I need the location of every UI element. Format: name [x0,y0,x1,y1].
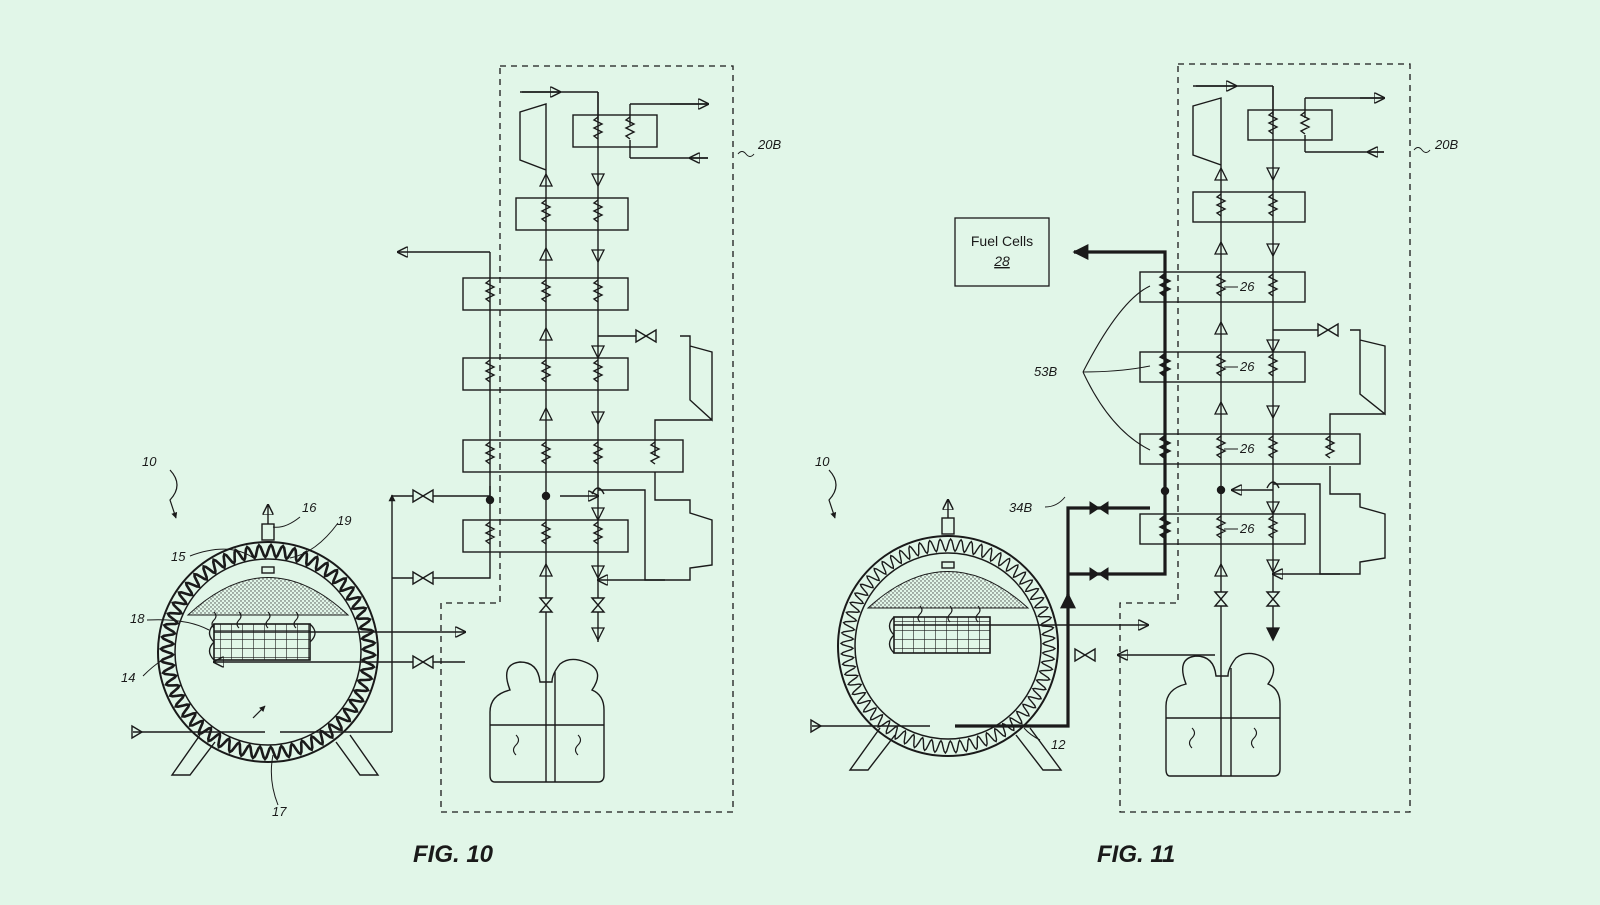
label-module: 20B [757,137,781,152]
label-system: 10 [815,454,830,469]
figure-10: 10 16 19 15 18 14 17 20B FIG. 10 [121,65,781,868]
tank-legs [170,734,380,776]
valve [412,488,434,504]
label-19: 19 [337,513,351,528]
heat-exchanger [572,114,658,148]
label-26: 26 [1239,521,1255,536]
valve [412,654,434,670]
fuel-cells-box [954,217,1050,287]
fuel-cells-number: 28 [993,253,1010,269]
label-16: 16 [302,500,317,515]
tank [131,494,465,776]
figure-11: Fuel Cells 28 [810,63,1458,868]
fuel-cells-title: Fuel Cells [971,233,1033,249]
caption-fig10: FIG. 10 [413,841,494,868]
label-module: 20B [1434,137,1458,152]
storage-vessel [489,658,605,783]
vent-port [261,523,275,541]
module-boundary [1119,63,1411,813]
label-14: 14 [121,670,135,685]
label-26: 26 [1239,279,1255,294]
corrugated-jacket [839,537,1057,755]
module-boundary [440,65,734,813]
tank [810,500,1215,771]
caption-fig11: FIG. 11 [1097,841,1175,868]
label-34b: 34B [1009,500,1032,515]
label-18: 18 [130,611,145,626]
label-17: 17 [272,804,287,819]
heat-exchanger [515,197,629,231]
label-15: 15 [171,549,186,564]
label-12: 12 [1051,737,1066,752]
corrugated-jacket [158,542,378,762]
vapor-space [186,577,350,616]
label-26: 26 [1239,441,1255,456]
heat-exchanger [462,439,684,473]
label-system: 10 [142,454,157,469]
valve [412,570,434,586]
label-53b: 53B [1034,364,1057,379]
label-26: 26 [1239,359,1255,374]
heat-exchanger-coil [213,623,311,661]
